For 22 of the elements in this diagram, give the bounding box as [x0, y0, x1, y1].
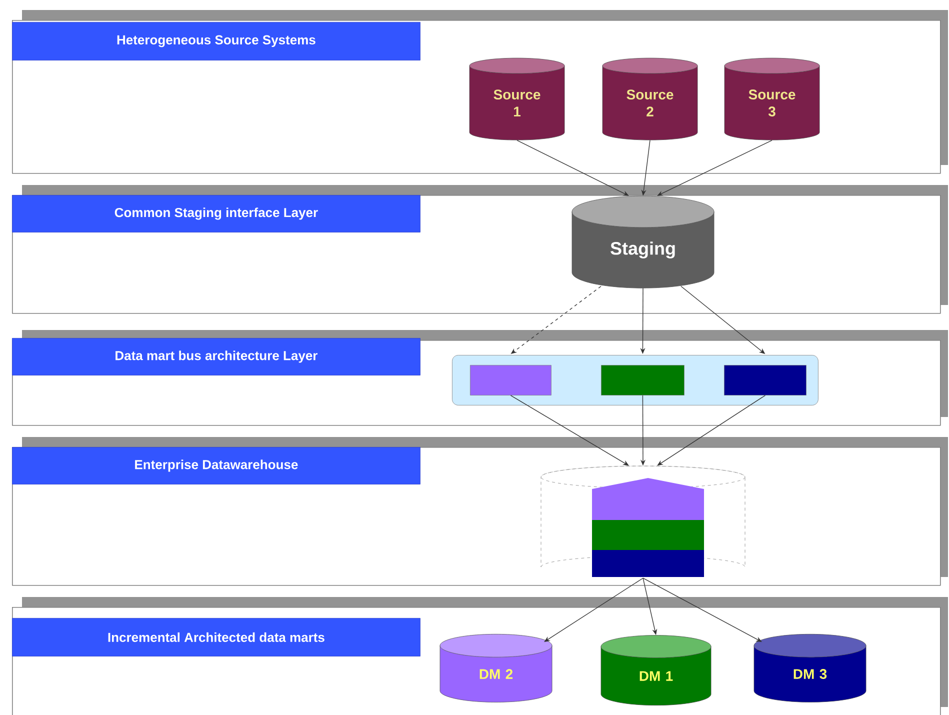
data-mart-cylinder: DM 3	[754, 634, 866, 702]
data-mart-box	[724, 365, 806, 396]
arrow	[510, 395, 629, 466]
heading-tab: Common Staging interface Layer	[12, 195, 420, 232]
data-mart-cylinder: DM 2	[440, 634, 552, 702]
arrow	[642, 578, 762, 642]
staging-cylinder: Staging	[572, 196, 714, 288]
data-mart-cylinder: DM 1	[600, 635, 712, 706]
arrow	[516, 140, 629, 196]
arrow	[657, 395, 766, 466]
source-cylinder: Source 1	[469, 58, 565, 140]
arrow	[544, 578, 644, 642]
heading-tab: Data mart bus architecture Layer	[12, 338, 420, 376]
heading-tab: Heterogeneous Source Systems	[12, 22, 420, 60]
source-cylinder: Source 2	[602, 58, 698, 140]
arrow	[657, 140, 772, 196]
warehouse-cylinder-drawing	[540, 466, 746, 577]
heading-tab: Enterprise Datawarehouse	[12, 447, 420, 484]
data-mart-box	[601, 365, 684, 396]
data-mart-box	[470, 365, 552, 396]
source-cylinder: Source 3	[724, 58, 820, 140]
heading-tab: Incremental Architected data marts	[12, 618, 420, 656]
